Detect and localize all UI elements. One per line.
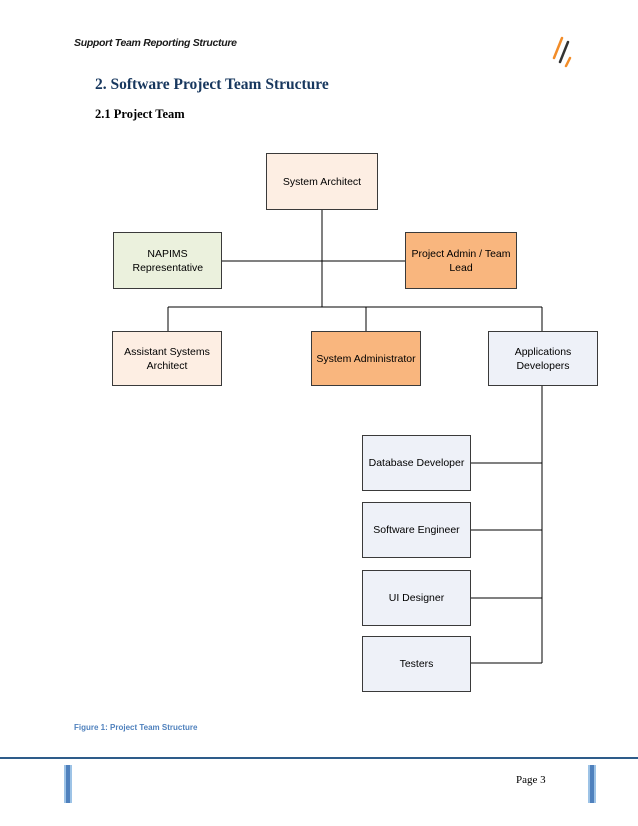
box-ui-designer: UI Designer <box>362 570 471 626</box>
page-number: Page 3 <box>516 774 546 786</box>
box-label: Assistant Systems Architect <box>124 345 210 372</box>
figure-caption: Figure 1: Project Team Structure <box>74 723 198 732</box>
section-heading: 2. Software Project Team Structure <box>95 76 329 93</box>
box-applications-developers: Applications Developers <box>488 331 598 386</box>
box-label: Database Developer <box>368 457 465 469</box>
box-label: System Administrator <box>316 352 416 365</box>
box-software-engineer: Software Engineer <box>362 502 471 558</box>
footer-divider <box>0 757 638 759</box>
box-label: UI Designer <box>388 592 445 604</box>
box-system-administrator: System Administrator <box>311 331 421 386</box>
footer-accent-right <box>588 765 596 803</box>
footer-accent-left <box>64 765 72 803</box>
box-assistant-systems-architect: Assistant Systems Architect <box>112 331 222 386</box>
box-label: Software Engineer <box>373 524 460 536</box>
box-napims-representative: NAPIMS Representative <box>113 232 222 289</box>
company-logo-icon <box>552 36 572 68</box>
box-testers: Testers <box>362 636 471 692</box>
box-database-developer: Database Developer <box>362 435 471 491</box>
box-project-admin: Project Admin / Team Lead <box>405 232 517 289</box>
running-header: Support Team Reporting Structure <box>74 37 237 49</box>
box-label: Applications Developers <box>514 345 572 372</box>
box-label: System Architect <box>282 175 362 188</box>
box-system-architect: System Architect <box>266 153 378 210</box>
box-label: Testers <box>399 658 434 670</box>
subsection-heading: 2.1 Project Team <box>95 107 185 121</box>
box-label: Project Admin / Team Lead <box>411 247 511 274</box>
box-label: NAPIMS Representative <box>132 247 204 274</box>
